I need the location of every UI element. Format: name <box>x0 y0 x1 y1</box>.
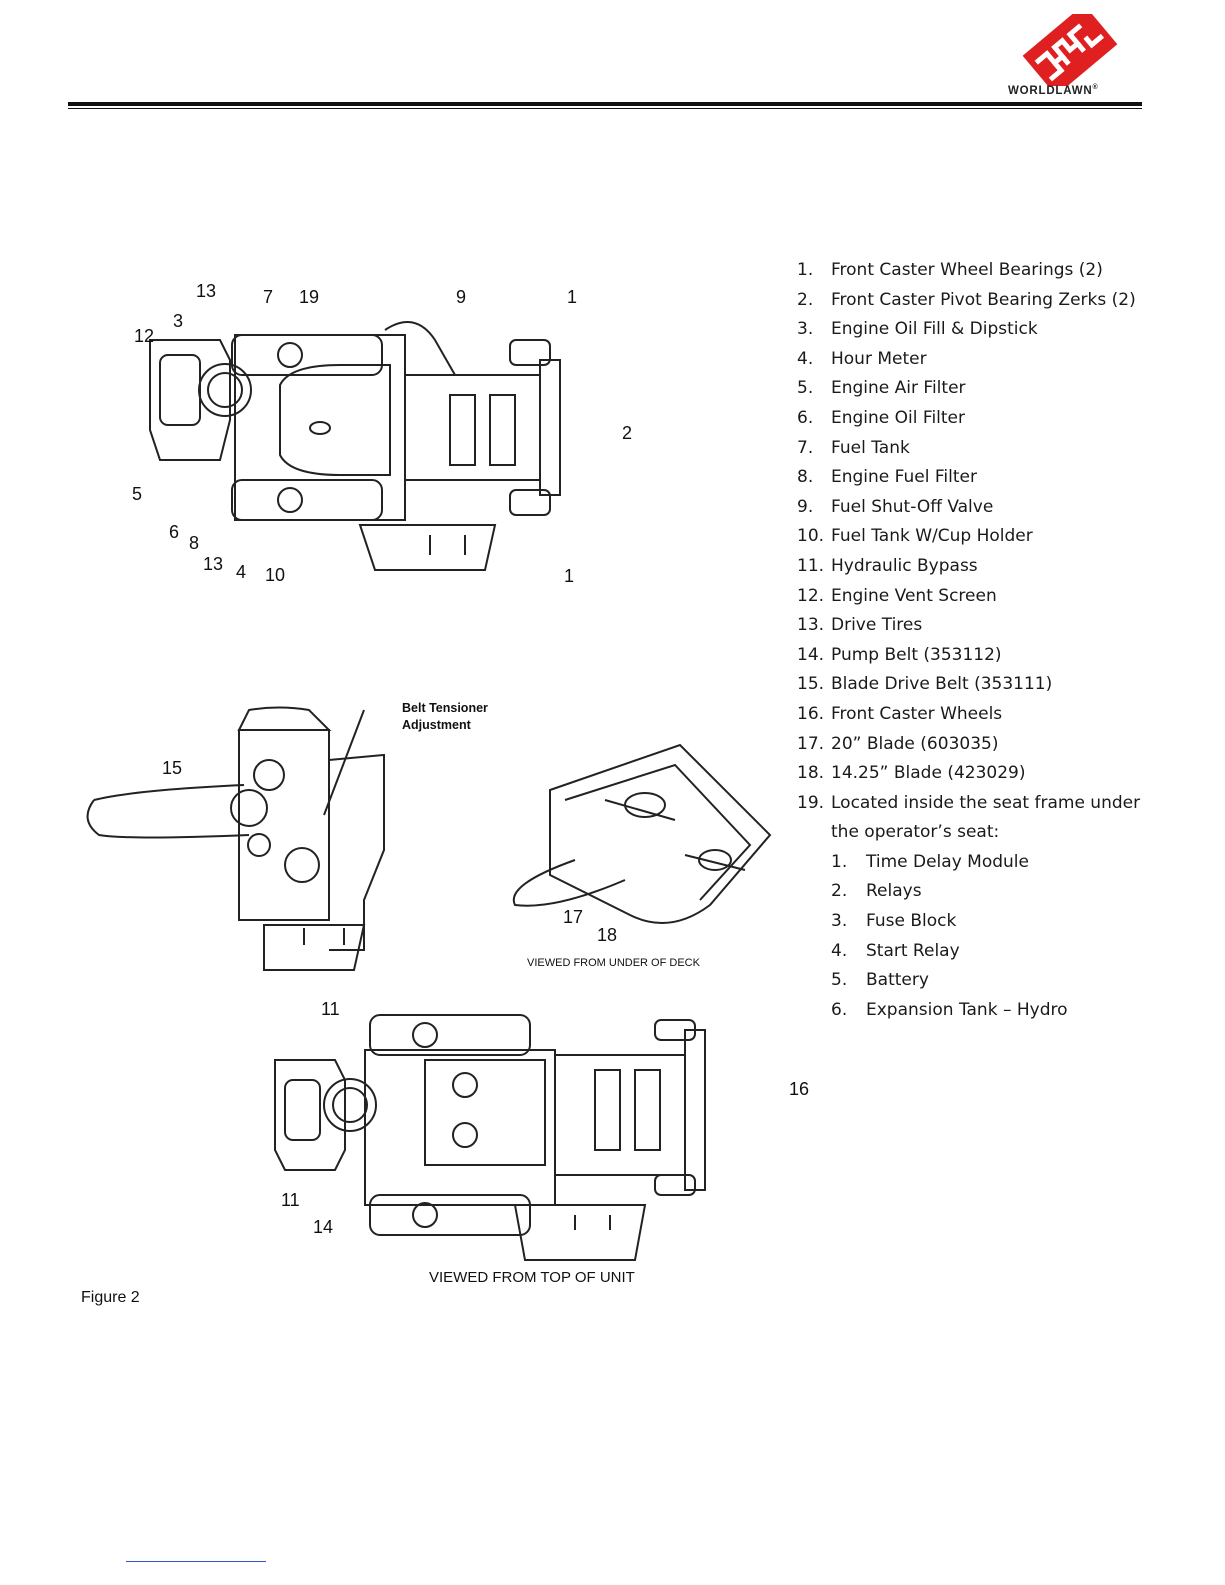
belt-tensioner-line2: Adjustment <box>402 718 471 732</box>
legend-item-continuation: the operator’s seat: <box>831 822 1000 843</box>
legend-item: 9.Fuel Shut-Off Valve <box>797 496 994 517</box>
callout-11: 11 <box>321 999 340 1019</box>
callout-4: 4 <box>236 562 247 582</box>
sublist-item: 5.Battery <box>831 970 929 991</box>
callout-13b: 13 <box>203 554 224 574</box>
brand-wordmark: WORLDLAWN® <box>1008 84 1099 97</box>
legend-item: 7.Fuel Tank <box>797 437 910 458</box>
callout-13: 13 <box>196 281 217 301</box>
sublist-item: 1.Time Delay Module <box>831 851 1029 872</box>
legend-item: 6.Engine Oil Filter <box>797 407 965 428</box>
legend-item: 8.Engine Fuel Filter <box>797 467 977 488</box>
legend-item: 11.Hydraulic Bypass <box>797 555 978 576</box>
callout-1b: 1 <box>564 566 575 586</box>
brand-logo <box>1006 4 1134 104</box>
legend-item: 4.Hour Meter <box>797 348 927 369</box>
mower-top-view-diagram <box>149 321 561 571</box>
legend-item: 5.Engine Air Filter <box>797 378 966 399</box>
callout-8: 8 <box>189 533 200 553</box>
sublist-item: 6.Expansion Tank – Hydro <box>831 999 1068 1020</box>
deck-caption: VIEWED FROM UNDER OF DECK <box>527 957 700 969</box>
belt-diagram <box>86 706 385 971</box>
legend-item: 19.Located inside the seat frame under <box>797 792 1141 813</box>
legend-item: 15.Blade Drive Belt (353111) <box>797 674 1053 695</box>
deck-underside-diagram <box>512 743 772 924</box>
sublist-item: 2.Relays <box>831 881 922 902</box>
header-rule <box>68 102 1142 106</box>
callout-1: 1 <box>567 287 578 307</box>
parts-legend: 1.Front Caster Wheel Bearings (2) 2.Fron… <box>797 256 1217 1025</box>
callout-17: 17 <box>563 907 584 927</box>
callout-11b: 11 <box>281 1190 300 1210</box>
callout-10: 10 <box>265 565 286 585</box>
legend-item: 17.20” Blade (603035) <box>797 733 999 754</box>
callout-3: 3 <box>173 311 184 331</box>
legend-item: 16.Front Caster Wheels <box>797 703 1003 724</box>
callout-18: 18 <box>597 925 618 945</box>
legend-item: 12.Engine Vent Screen <box>797 585 997 606</box>
unit-caption: VIEWED FROM TOP OF UNIT <box>429 1269 635 1286</box>
callout-15: 15 <box>162 758 183 778</box>
legend-item: 3.Engine Oil Fill & Dipstick <box>797 319 1038 340</box>
callout-2: 2 <box>622 423 633 443</box>
legend-item: 14.Pump Belt (353112) <box>797 644 1002 665</box>
belt-tensioner-label: Belt Tensioner Adjustment <box>402 700 488 734</box>
legend-item: 1.Front Caster Wheel Bearings (2) <box>797 260 1103 280</box>
footer-link-line <box>126 1561 266 1562</box>
legend-item: 10.Fuel Tank W/Cup Holder <box>797 526 1033 547</box>
belt-tensioner-line1: Belt Tensioner <box>402 701 488 715</box>
legend-item: 13.Drive Tires <box>797 615 923 636</box>
legend-item: 2.Front Caster Pivot Bearing Zerks (2) <box>797 289 1136 310</box>
callout-16: 16 <box>789 1079 810 1099</box>
legend-item: 18.14.25” Blade (423029) <box>797 763 1026 784</box>
callout-14: 14 <box>313 1217 334 1237</box>
header-rule-thin <box>68 108 1142 109</box>
callout-9: 9 <box>456 287 467 307</box>
unit-top-view-diagram <box>274 1014 706 1261</box>
sublist-item: 3.Fuse Block <box>831 911 957 932</box>
callout-19: 19 <box>299 287 320 307</box>
callout-6: 6 <box>169 522 180 542</box>
callout-12: 12 <box>134 326 155 346</box>
sublist-item: 4.Start Relay <box>831 940 960 961</box>
figure-label: Figure 2 <box>81 1289 140 1306</box>
callout-7: 7 <box>263 287 274 307</box>
callout-5: 5 <box>132 484 143 504</box>
